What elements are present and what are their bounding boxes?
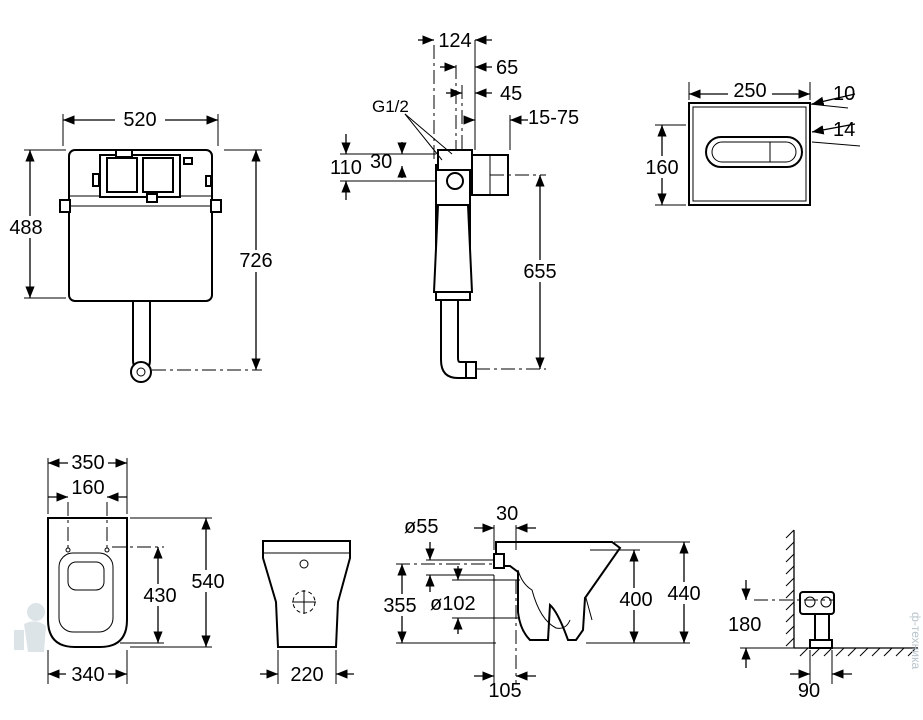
side-dim-30: 30 [370, 151, 392, 173]
wc-fix-spacing-label: 160 [71, 477, 104, 499]
wc-height-440-label: 440 [667, 583, 700, 605]
watermark: ф-техника [14, 603, 923, 669]
plate-dim-14: 14 [833, 119, 855, 141]
side-dim-15-75: 15-75 [528, 107, 579, 129]
wall-depth-90-label: 90 [798, 680, 820, 702]
wc-front-view: 220 [260, 540, 354, 686]
wc-width-label: 350 [71, 452, 104, 474]
plate-dim-10: 10 [833, 83, 855, 105]
wall-height-180-label: 180 [728, 614, 761, 636]
wc-offset-label: 30 [496, 503, 518, 525]
wc-side-view: ø55 30 355 ø102 400 440 105 [380, 503, 706, 702]
wc-outlet-dia-label: ø102 [430, 593, 476, 615]
thread-label: G1/2 [372, 97, 409, 116]
plate-height-label: 160 [645, 157, 678, 179]
wc-bottom-width-label: 340 [71, 664, 104, 686]
watermark-text: ф-техника [909, 612, 923, 669]
flush-plate-view: 250 160 10 14 [644, 80, 861, 206]
wc-outlet-105-label: 105 [488, 680, 521, 702]
side-dim-124: 124 [438, 30, 471, 52]
wc-inlet-dia-label: ø55 [404, 516, 438, 538]
cistern-width-label: 520 [123, 109, 156, 131]
plate-width-label: 250 [733, 80, 766, 102]
cistern-front-view: 520 488 726 [4, 109, 276, 383]
cistern-height-label: 488 [9, 217, 42, 239]
wc-height-355-label: 355 [383, 595, 416, 617]
wc-top-view: 350 160 340 430 540 [47, 452, 230, 686]
wc-height-400-label: 400 [619, 589, 652, 611]
mascot-icon [14, 603, 46, 652]
wall-detail-view: 180 90 [728, 529, 918, 702]
side-dim-110: 110 [330, 157, 362, 179]
side-dim-655: 655 [523, 261, 556, 283]
cistern-side-view: 124 65 45 15-75 G1/2 110 30 655 [330, 30, 579, 379]
cistern-total-height-label: 726 [239, 250, 272, 272]
side-dim-65: 65 [496, 57, 518, 79]
wc-fix-height-label: 430 [143, 585, 176, 607]
wc-length-label: 540 [191, 571, 224, 593]
side-dim-45: 45 [500, 83, 522, 105]
wc-front-width-label: 220 [290, 664, 323, 686]
